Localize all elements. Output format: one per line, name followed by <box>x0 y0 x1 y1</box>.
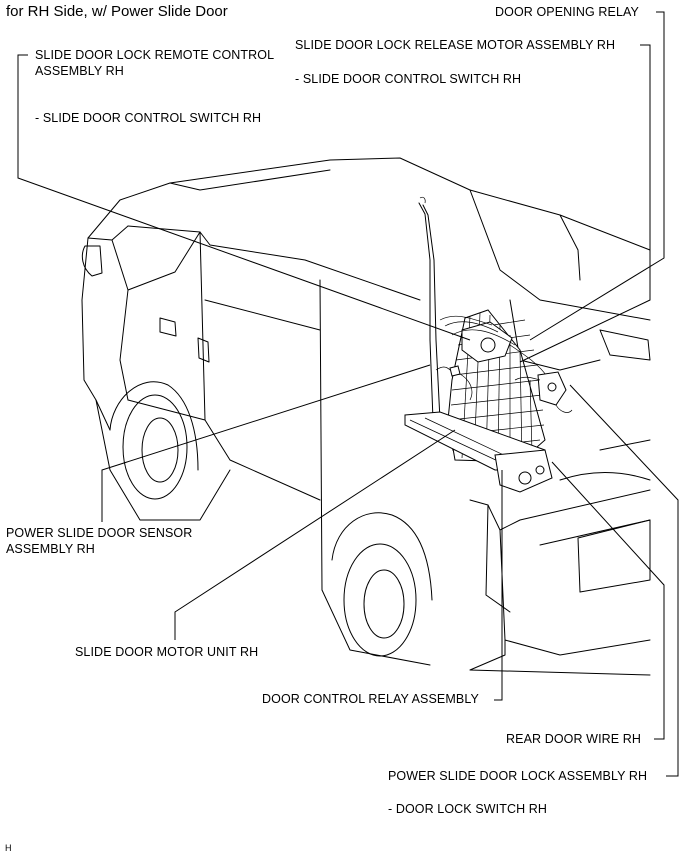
label-slide-door-control-switch-right: - SLIDE DOOR CONTROL SWITCH RH <box>295 72 522 86</box>
label-power-slide-door-sensor-line1: POWER SLIDE DOOR SENSOR <box>6 526 193 540</box>
label-power-slide-door-lock: POWER SLIDE DOOR LOCK ASSEMBLY RH <box>388 769 648 783</box>
label-slide-door-motor-unit: SLIDE DOOR MOTOR UNIT RH <box>75 645 259 659</box>
label-door-lock-switch: - DOOR LOCK SWITCH RH <box>388 802 548 816</box>
lock-release-motor <box>439 315 549 379</box>
label-slide-door-lock-remote-control-line1: SLIDE DOOR LOCK REMOTE CONTROL <box>35 48 275 62</box>
center-pillar <box>418 196 446 431</box>
label-slide-door-lock-remote-control-line2: ASSEMBLY RH <box>35 64 124 78</box>
van-body <box>81 157 651 676</box>
label-door-opening-relay: DOOR OPENING RELAY <box>495 5 639 19</box>
power-slide-door-lock <box>514 371 573 413</box>
diagram-title: for RH Side, w/ Power Slide Door <box>6 3 228 20</box>
label-rear-door-wire: REAR DOOR WIRE RH <box>506 732 642 746</box>
power-slide-door-sensor <box>435 365 473 401</box>
label-slide-door-lock-release-motor: SLIDE DOOR LOCK RELEASE MOTOR ASSEMBLY R… <box>295 38 616 52</box>
label-power-slide-door-sensor-line2: ASSEMBLY RH <box>6 542 95 556</box>
footer-code: H <box>5 843 12 853</box>
leader-lines <box>17 11 679 777</box>
label-slide-door-control-switch-left: - SLIDE DOOR CONTROL SWITCH RH <box>35 111 262 125</box>
label-door-control-relay: DOOR CONTROL RELAY ASSEMBLY <box>262 692 479 706</box>
